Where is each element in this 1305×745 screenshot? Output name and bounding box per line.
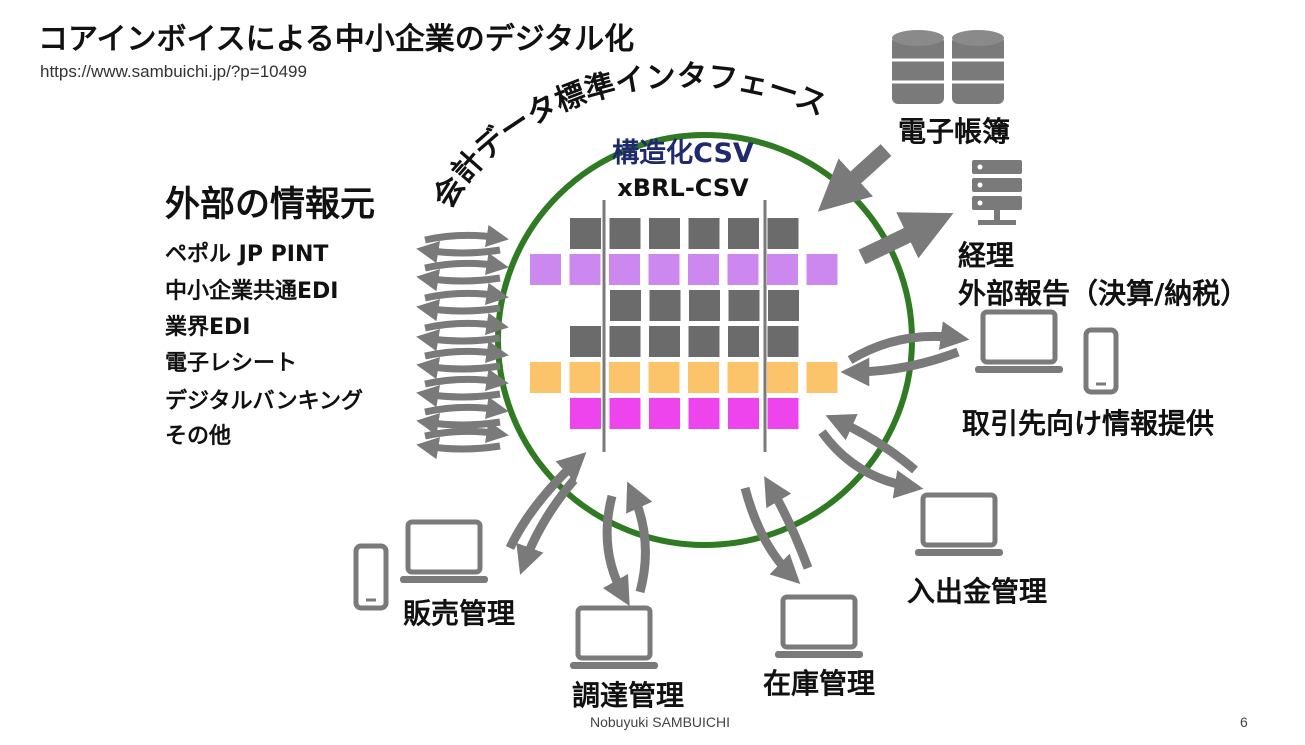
accounting-label: 経理 (958, 239, 1015, 272)
device-icons (353, 309, 1119, 669)
grid-cell (767, 218, 799, 249)
slide-title: コアインボイスによる中小企業のデジタル化 (38, 22, 635, 57)
grid-cell (609, 254, 640, 285)
source-bidirectional-arrow-icon (416, 224, 509, 264)
grid-cell (727, 362, 759, 393)
laptop-icon (570, 605, 658, 669)
grid-cell (767, 326, 799, 357)
laptop-icon (915, 492, 1003, 556)
grid-cell (609, 398, 641, 429)
grid-cell (609, 326, 641, 357)
ledger-label: 電子帳簿 (898, 115, 1011, 148)
grid-cell (648, 362, 680, 393)
grid-cell (610, 290, 641, 321)
inventory-bidirectional-arrow-icon (740, 476, 813, 585)
source-bidirectional-arrow-icon (416, 252, 509, 292)
grid-cell (569, 254, 601, 285)
grid-cell (806, 362, 838, 393)
grid-cell (727, 254, 759, 285)
source-item: ペポル JP PINT (165, 242, 329, 267)
accounting-arrow-icon (858, 212, 954, 265)
grid-cell (688, 326, 720, 357)
grid-cell (649, 218, 680, 249)
cash-label: 入出金管理 (907, 575, 1048, 608)
grid-cell (688, 398, 720, 429)
reporting-label: 外部報告（決算/納税） (958, 277, 1249, 310)
grid-cell (570, 398, 601, 429)
grid-cell (649, 326, 680, 357)
source-bidirectional-arrow-icon (416, 312, 509, 352)
sales-bidirectional-arrow-icon (505, 452, 587, 575)
data-grid (530, 218, 838, 429)
cash-bidirectional-arrow-icon (818, 414, 924, 499)
procurement-bidirectional-arrow-icon (602, 481, 653, 607)
procurement-label: 調達管理 (572, 679, 685, 712)
source-item: デジタルバンキング (165, 389, 364, 414)
partners-bidirectional-arrow-icon (840, 321, 970, 387)
grid-cell (569, 362, 601, 393)
grid-cell (648, 254, 680, 285)
structured-csv-label: 構造化CSV (612, 138, 754, 169)
source-item: 業界EDI (165, 315, 251, 340)
grid-cell (767, 254, 798, 285)
laptop-icon (975, 309, 1063, 373)
grid-cell (649, 398, 680, 429)
database-icon (892, 30, 1004, 104)
grid-cell (530, 362, 561, 393)
grid-cell (688, 254, 719, 285)
source-bidirectional-arrow-icon (416, 420, 509, 460)
source-bidirectional-arrow-icon (416, 340, 509, 380)
grid-cell (806, 254, 838, 285)
source-item: 電子レシート (165, 351, 298, 376)
laptop-icon (775, 594, 863, 658)
source-item: その他 (165, 424, 232, 449)
server-icon (972, 160, 1022, 225)
grid-cell (688, 362, 719, 393)
footer-author: Nobuyuki SAMBUICHI (590, 714, 731, 730)
source-item: 中小企業共通EDI (165, 279, 339, 304)
grid-cell (728, 218, 759, 249)
source-arrows (416, 224, 509, 460)
grid-cell (609, 218, 641, 249)
laptop-icon (400, 519, 488, 583)
page-number: 6 (1240, 714, 1248, 730)
partners-label: 取引先向け情報提供 (962, 407, 1215, 440)
source-bidirectional-arrow-icon (416, 368, 509, 408)
grid-cell (609, 362, 640, 393)
inventory-label: 在庫管理 (763, 667, 876, 700)
xbrl-csv-label: xBRL-CSV (617, 174, 749, 202)
grid-cell (649, 290, 681, 321)
grid-cell (570, 218, 601, 249)
grid-cell (570, 326, 601, 357)
smartphone-icon (353, 543, 389, 611)
grid-cell (728, 326, 759, 357)
source-bidirectional-arrow-icon (416, 282, 509, 322)
source-bidirectional-arrow-icon (416, 396, 509, 436)
grid-cell (530, 254, 561, 285)
grid-cell (689, 290, 720, 321)
ledger-arrow-icon (817, 144, 892, 212)
grid-cell (767, 398, 799, 429)
grid-cell (768, 290, 799, 321)
sources-heading: 外部の情報元 (165, 185, 376, 225)
reference-url[interactable]: https://www.sambuichi.jp/?p=10499 (40, 62, 307, 81)
sales-label: 販売管理 (403, 597, 516, 630)
grid-cell (767, 362, 798, 393)
grid-cell (728, 398, 759, 429)
smartphone-icon (1083, 327, 1119, 395)
grid-cell (728, 290, 760, 321)
grid-cell (688, 218, 720, 249)
